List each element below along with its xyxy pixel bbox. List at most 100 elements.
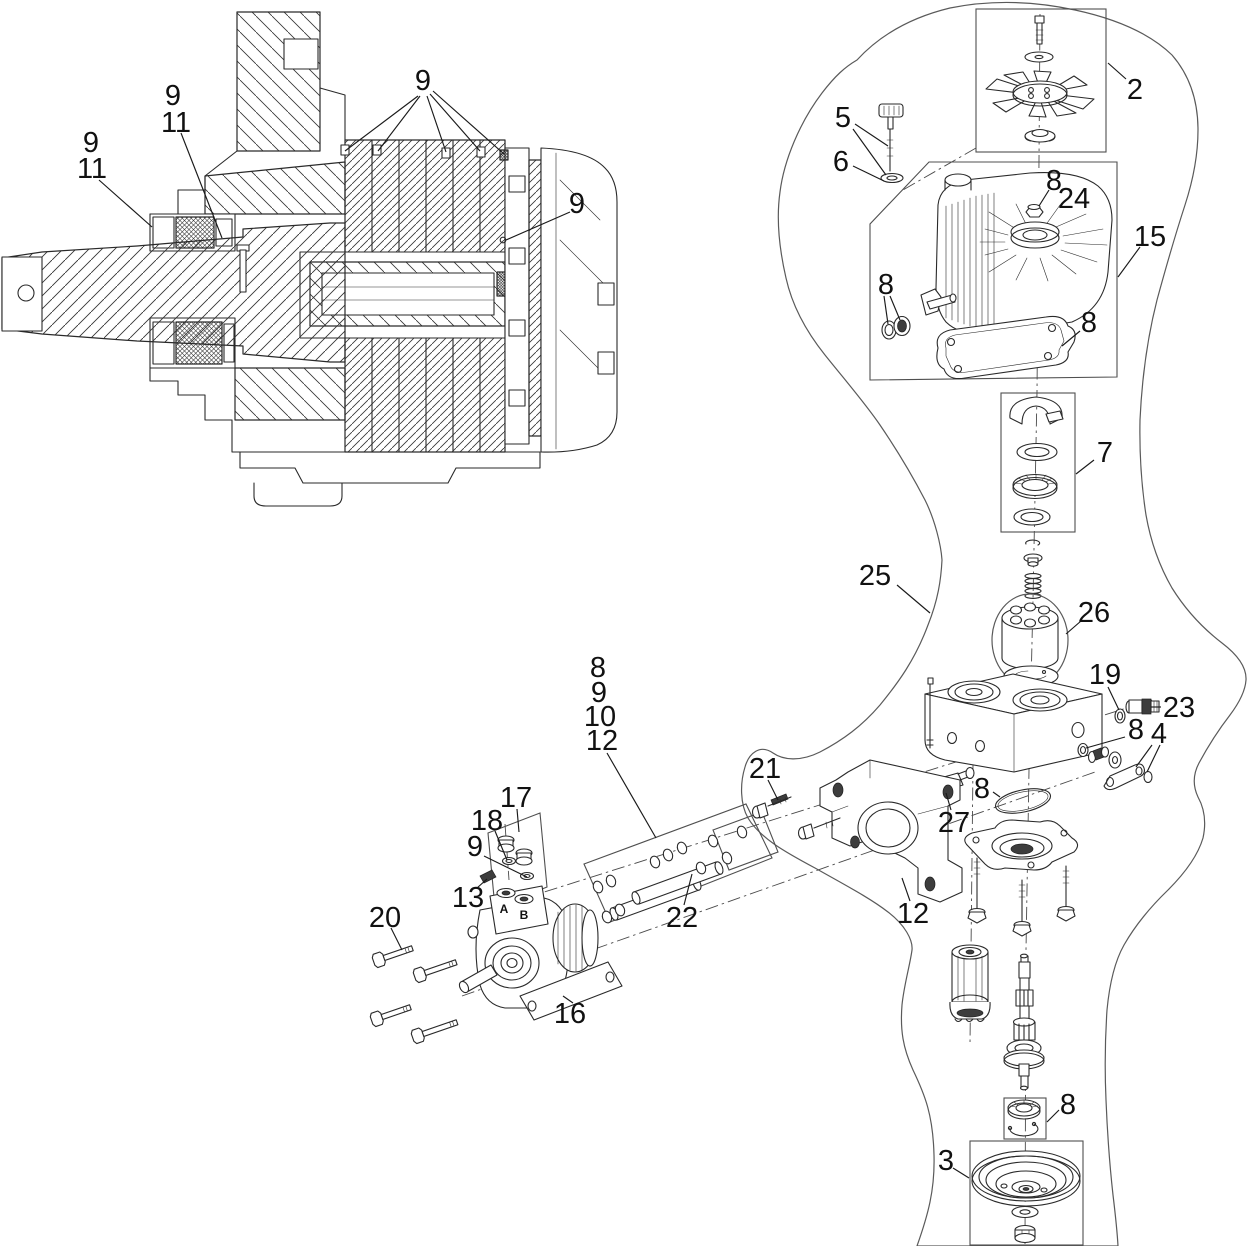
callout-9-top: 9 — [415, 65, 431, 97]
cover-oring — [994, 788, 1052, 814]
control-linkage-group — [1077, 742, 1153, 791]
callout-16: 16 — [554, 998, 586, 1030]
fitting-kit — [479, 835, 535, 884]
housing-center-boss — [1022, 229, 1048, 241]
callout-8-stack: 8 — [590, 652, 606, 684]
trunnion-housing — [819, 759, 963, 903]
upper-housing — [881, 172, 1113, 380]
callout-9-stack: 9 — [591, 677, 607, 709]
fan-screw-icon — [1034, 15, 1045, 24]
pump-assembly: A B — [458, 885, 623, 1021]
callout-2: 2 — [1127, 74, 1143, 106]
callout-24: 24 — [1058, 183, 1090, 215]
exploded-leaders — [390, 62, 1161, 1179]
callout-21: 21 — [749, 753, 781, 785]
cover-bolts — [967, 857, 1076, 937]
section-leaders — [98, 90, 571, 241]
cross-section-view — [1, 11, 618, 507]
pulley-washer — [1011, 1205, 1039, 1219]
callout-12-stack: 12 — [586, 725, 618, 757]
callout-9-a: 9 — [165, 80, 181, 112]
cooling-fan-assembly — [985, 15, 1095, 143]
section-pin — [239, 249, 247, 293]
bearing-kit — [1007, 1099, 1041, 1137]
section-rotor-dividers — [371, 139, 481, 453]
housing-kit-box — [869, 161, 1118, 381]
plug-washer — [1114, 708, 1126, 724]
bearing-kit-box — [1003, 1097, 1047, 1140]
callout-8-bearing: 8 — [1060, 1089, 1076, 1121]
callout-26: 26 — [1078, 597, 1110, 629]
housing-radial-fins — [979, 203, 1108, 282]
seal-washer-1 — [1016, 442, 1058, 462]
callout-8-mid: 8 — [1128, 714, 1144, 746]
callout-8-orings: 8 — [878, 269, 894, 301]
callout-9-right: 9 — [569, 188, 585, 220]
section-input-shaft — [1, 222, 346, 363]
callout-3: 3 — [938, 1145, 954, 1177]
filler-neck — [944, 173, 972, 187]
dipstick-cap — [878, 103, 904, 118]
section-valve-plate — [528, 159, 542, 437]
oil-filter — [949, 944, 991, 1023]
seal-washer-2 — [1013, 508, 1051, 526]
dipstick-washer — [880, 172, 904, 184]
seal-kit-box — [1000, 392, 1076, 533]
tube-orings — [592, 825, 748, 924]
section-seal-target — [499, 236, 507, 244]
tube-kit — [592, 825, 748, 924]
callout-6: 6 — [833, 146, 849, 178]
roll-pin — [770, 793, 789, 806]
socket-screws — [751, 793, 841, 840]
section-clips — [340, 144, 509, 161]
pulley-kit-box — [969, 1140, 1084, 1246]
tube-kit-box-inner — [712, 811, 779, 871]
fitting-kit-box — [487, 812, 548, 909]
callout-8-gasket: 8 — [1081, 307, 1097, 339]
woodruff-key — [479, 869, 497, 884]
callout-17: 17 — [500, 782, 532, 814]
callout-10-stack: 10 — [584, 701, 616, 733]
section-step — [319, 87, 346, 141]
callout-5: 5 — [835, 102, 851, 134]
section-tower — [236, 11, 321, 152]
section-shaft-hole — [17, 284, 35, 302]
callout-9-b: 9 — [83, 127, 99, 159]
control-arm — [1103, 763, 1145, 791]
pump-port-block — [489, 885, 549, 935]
spool-washer — [1077, 742, 1089, 758]
dipstick — [878, 103, 904, 184]
cylinder-block-group — [991, 539, 1069, 687]
pump-drum — [552, 903, 599, 973]
callout-25: 25 — [859, 560, 891, 592]
fan-hub — [1012, 80, 1068, 104]
section-lower-housing — [234, 367, 346, 421]
fan-kit-box — [975, 8, 1107, 153]
section-tower-notch — [283, 38, 319, 70]
block-pistons — [1009, 602, 1051, 628]
fitting-oring — [519, 871, 535, 881]
callout-7: 7 — [1097, 437, 1113, 469]
callout-8-nut: 8 — [1046, 165, 1062, 197]
leader-lines — [98, 62, 1161, 1179]
mounting-bolts — [369, 945, 459, 1045]
callout-15: 15 — [1134, 221, 1166, 253]
tube-kit-box-outer — [583, 803, 773, 923]
cover-spline-boss — [1010, 843, 1034, 855]
relief-plug-body — [1128, 699, 1143, 714]
seal-kit — [1009, 396, 1064, 526]
callout-27: 27 — [938, 807, 970, 839]
port-a-label: A — [500, 902, 509, 916]
callout-labels: 9 9 11 9 11 9 2 5 6 8 24 15 8 8 7 25 26 … — [77, 65, 1195, 1177]
pump-base — [519, 961, 623, 1021]
callout-18: 18 — [471, 805, 503, 837]
output-shaft — [1003, 953, 1045, 1091]
kit-snap-ring — [1009, 1123, 1039, 1137]
section-upper-housing — [204, 161, 346, 215]
callout-13: 13 — [452, 882, 484, 914]
callout-4: 4 — [1151, 718, 1167, 750]
center-section — [924, 673, 1103, 773]
fitting-washer — [501, 856, 517, 866]
section-bell-housing — [540, 147, 618, 453]
